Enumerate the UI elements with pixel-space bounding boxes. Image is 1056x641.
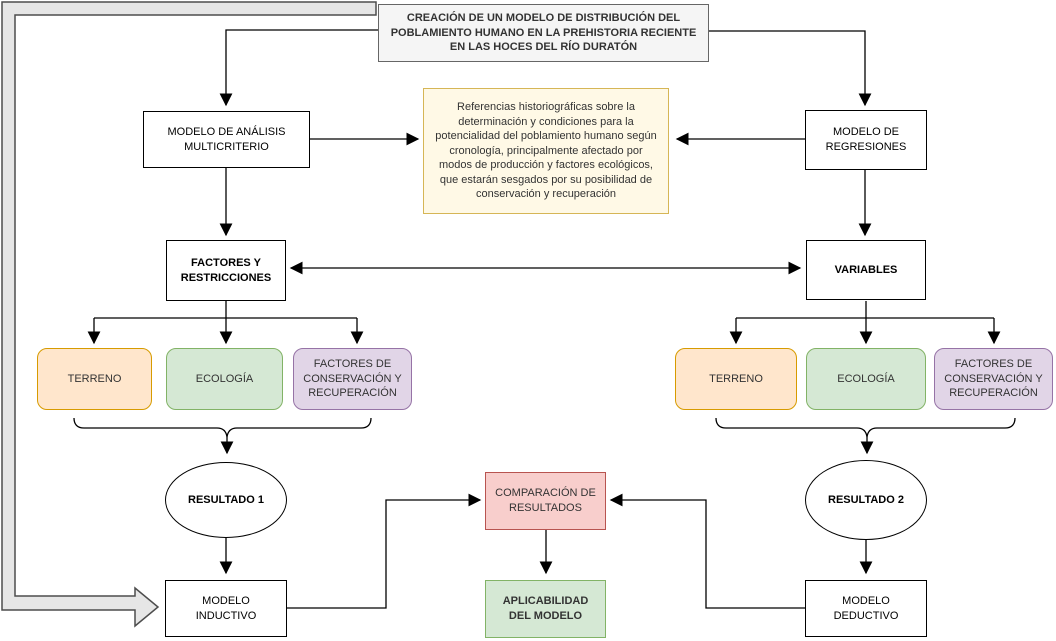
note-box: Referencias historiográficas sobre la de… — [423, 88, 669, 214]
factor-ecologia-left: ECOLOGÍA — [166, 348, 283, 410]
node-aplicabilidad-modelo: APLICABILIDAD DEL MODELO — [485, 580, 606, 638]
brace-right — [715, 417, 1016, 438]
factor-terreno-left: TERRENO — [37, 348, 152, 410]
connector-title-to-multicriterio — [219, 29, 378, 107]
factor-conservacion-left: FACTORES DE CONSERVACIÓN Y RECUPERACIÓN — [293, 348, 412, 410]
factor-ecologia-right: ECOLOGÍA — [806, 348, 926, 410]
connector-deductivo-to-comparacion — [609, 493, 805, 609]
title-box: CREACIÓN DE UN MODELO DE DISTRIBUCIÓN DE… — [378, 4, 709, 62]
node-modelo-inductivo: MODELO INDUCTIVO — [165, 580, 287, 637]
factor-terreno-right: TERRENO — [675, 348, 797, 410]
connector-title-to-regresiones — [709, 30, 872, 107]
node-modelo-analisis-multicriterio: MODELO DE ANÁLISIS MULTICRITERIO — [143, 111, 310, 168]
node-modelo-deductivo: MODELO DEDUCTIVO — [805, 580, 927, 637]
ellipse-resultado-1: RESULTADO 1 — [165, 462, 287, 538]
node-comparacion-resultados: COMPARACIÓN DE RESULTADOS — [485, 472, 606, 530]
node-variables: VARIABLES — [806, 240, 926, 300]
connector-inductivo-to-comparacion — [287, 493, 482, 609]
feedback-fat-arrow — [1, 1, 377, 628]
ellipse-resultado-2: RESULTADO 2 — [805, 460, 927, 540]
brace-left — [73, 417, 372, 438]
node-factores-restricciones: FACTORES Y RESTRICCIONES — [166, 240, 286, 301]
factor-conservacion-right: FACTORES DE CONSERVACIÓN Y RECUPERACIÓN — [934, 348, 1053, 410]
node-modelo-regresiones: MODELO DE REGRESIONES — [805, 110, 927, 170]
